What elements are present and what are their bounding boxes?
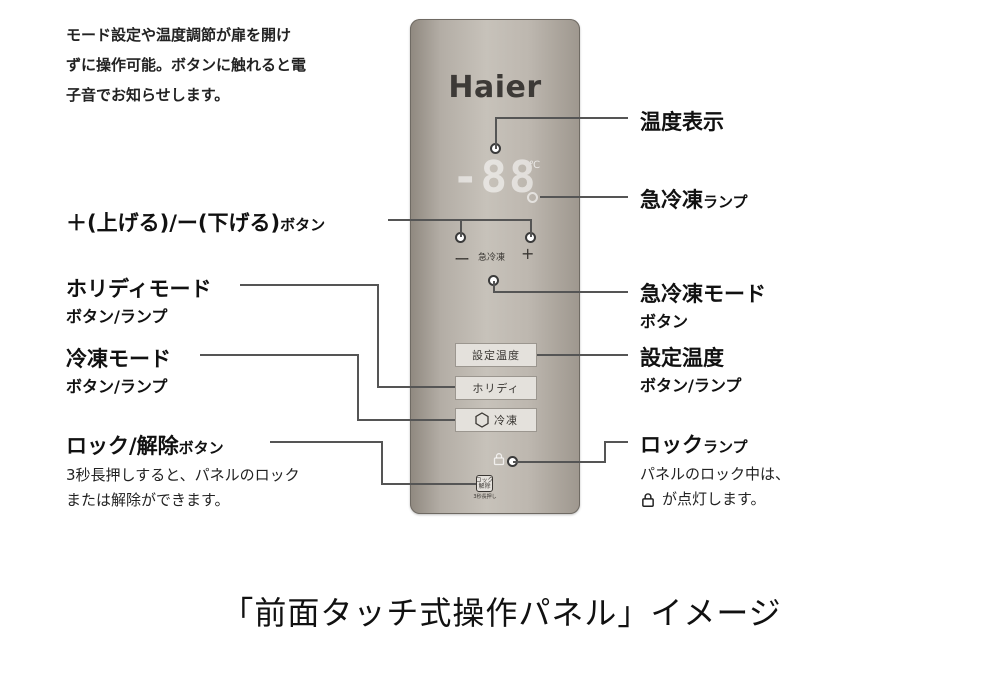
label-lock-lamp-desc2: が点灯します。	[662, 490, 766, 508]
set-temp-button-label: 設定温度	[472, 349, 520, 362]
label-lock-lamp-desc2-row: が点灯します。	[640, 488, 766, 511]
minus-button[interactable]: ー	[454, 250, 471, 269]
intro-line: 子音でお知らせします。	[66, 86, 230, 104]
label-quick-freeze-lamp: 急冷凍ランプ	[640, 184, 748, 214]
label-set-temp-sub: ボタン/ランプ	[640, 376, 742, 395]
lock-release-button[interactable]: ロック 解除	[475, 475, 494, 492]
label-lock-release: ロック/解除ボタン	[66, 430, 224, 460]
set-temp-button[interactable]: 設定温度	[455, 343, 537, 367]
label-lock-lamp-small: ランプ	[703, 438, 748, 456]
label-temp-display: 温度表示	[640, 110, 724, 134]
leader-lock-lamp	[513, 441, 628, 463]
label-plus-minus-small: ボタン	[280, 216, 326, 234]
leader-holiday	[240, 284, 455, 388]
label-quick-freeze-lamp-small: ランプ	[703, 193, 748, 211]
holiday-button-label: ホリディ	[472, 382, 520, 395]
label-quick-freeze-lamp-main: 急冷凍	[640, 188, 703, 212]
label-set-temp: 設定温度	[640, 346, 724, 370]
hexagon-icon	[475, 412, 489, 428]
holiday-button[interactable]: ホリディ	[455, 376, 537, 400]
brand-logo: Haier	[448, 70, 542, 105]
leader-temp-display	[495, 117, 628, 149]
intro-line: モード設定や温度調節が扉を開け	[66, 26, 292, 44]
label-quick-freeze-mode: 急冷凍モード	[640, 282, 766, 306]
label-lock-release-small: ボタン	[178, 439, 224, 457]
temperature-display: -88	[452, 152, 538, 203]
label-lock-lamp-desc1: パネルのロック中は、	[640, 465, 791, 483]
label-lock-release-main: ロック/解除	[66, 434, 179, 458]
label-lock-lamp: ロックランプ	[640, 429, 748, 459]
leader-quick-mode	[493, 281, 628, 293]
lock-release-button-label: ロック 解除	[475, 476, 494, 490]
image-caption: 「前面タッチ式操作パネル」イメージ	[221, 594, 782, 632]
freeze-button-label: 冷凍	[494, 414, 518, 427]
label-plus-minus-main: ＋(上げる)/ー(下げる)	[66, 211, 281, 235]
leader-minus	[388, 219, 462, 237]
quick-freeze-lamp	[527, 192, 538, 203]
leader-plus	[461, 219, 532, 237]
quick-freeze-button[interactable]: 急冷凍	[478, 253, 506, 263]
intro-line: ずに操作可能。ボタンに触れると電	[66, 56, 307, 74]
lock-icon	[493, 453, 505, 466]
lock-button-hint: 3秒長押し	[473, 494, 497, 500]
leader-lock-button	[270, 441, 476, 485]
label-freeze-mode: 冷凍モード	[66, 347, 171, 371]
label-quick-freeze-mode-sub: ボタン	[640, 312, 689, 331]
freeze-button[interactable]: 冷凍	[455, 408, 537, 432]
label-plus-minus: ＋(上げる)/ー(下げる)ボタン	[66, 207, 325, 237]
label-lock-release-desc2: または解除ができます。	[66, 491, 230, 509]
label-lock-release-desc1: 3秒長押しすると、パネルのロック	[66, 466, 300, 484]
celsius-unit: ℃	[529, 160, 541, 171]
label-lock-lamp-main: ロック	[640, 433, 703, 457]
lock-icon	[642, 492, 654, 507]
plus-button[interactable]: +	[521, 244, 535, 263]
label-freeze-mode-sub: ボタン/ランプ	[66, 377, 168, 396]
label-holiday-mode: ホリディモード	[66, 277, 212, 301]
intro-text: モード設定や温度調節が扉を開け ずに操作可能。ボタンに触れると電 子音でお知らせ…	[66, 20, 386, 110]
leader-freeze	[200, 354, 455, 421]
label-holiday-mode-sub: ボタン/ランプ	[66, 307, 168, 326]
